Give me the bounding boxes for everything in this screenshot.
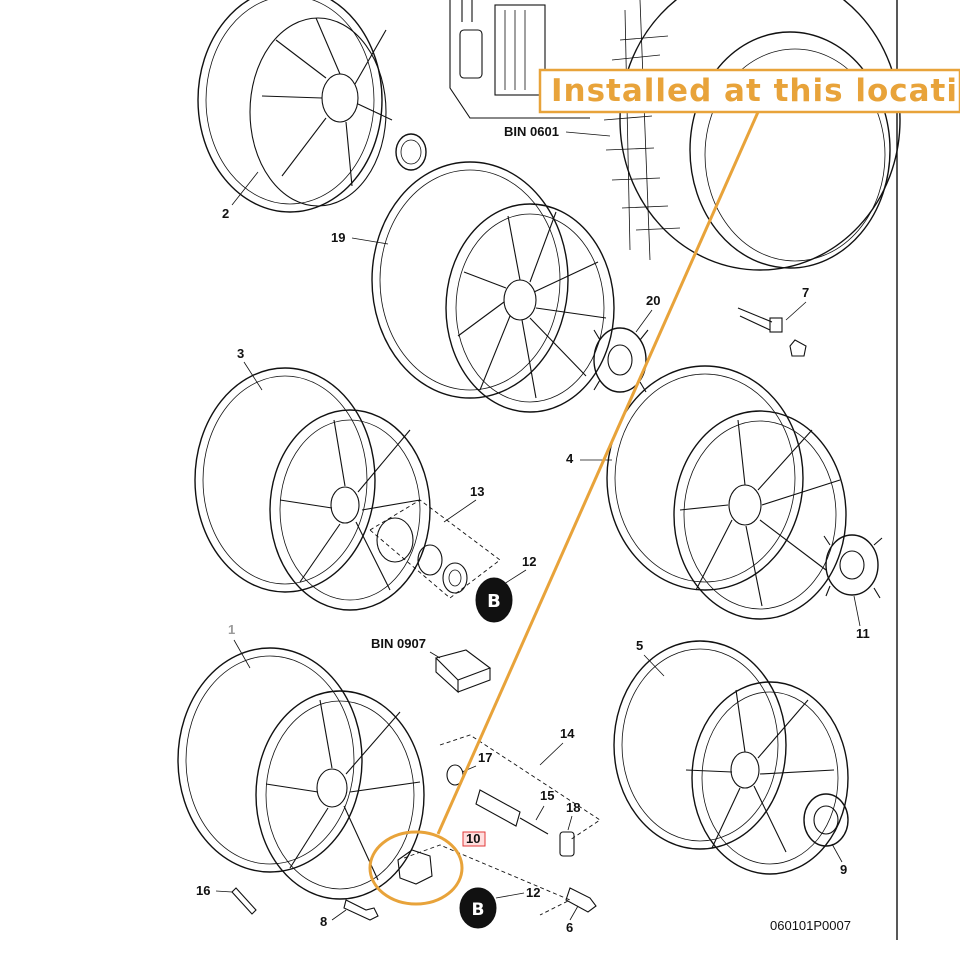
- label-16: 16: [196, 883, 210, 898]
- label-18: 18: [566, 800, 580, 815]
- part-10-valve: [368, 830, 464, 906]
- label-19: 19: [331, 230, 345, 245]
- label-17: 17: [478, 750, 492, 765]
- label-11: 11: [856, 626, 870, 641]
- wheel-19: [371, 161, 615, 413]
- part-6-bolt: [565, 887, 597, 913]
- callout-leader-line: [436, 111, 760, 835]
- center-cap-icon: [395, 133, 427, 171]
- label-9: 9: [840, 862, 847, 877]
- callout-text: Installed at this location: [551, 73, 960, 109]
- bin-sensor-label: BIN 0907: [371, 636, 426, 651]
- highlight-circle: [368, 830, 464, 906]
- bin-tire-label: BIN 0601: [504, 124, 559, 139]
- wheel-2: [197, 0, 427, 213]
- wheel-1: [177, 647, 425, 900]
- label-8: 8: [320, 914, 327, 929]
- label-13: 13: [470, 484, 484, 499]
- part-8-bolt: [343, 899, 379, 921]
- label-6: 6: [566, 920, 573, 935]
- label-20: 20: [646, 293, 660, 308]
- label-10: 10: [466, 831, 480, 846]
- tpms-sensor: [434, 649, 492, 694]
- label-4: 4: [566, 451, 574, 466]
- label-2: 2: [222, 206, 229, 221]
- callout: Installed at this location: [538, 68, 960, 114]
- part-16: [231, 887, 257, 915]
- part-20: [593, 327, 649, 393]
- callout-box: [538, 68, 960, 114]
- label-14: 14: [560, 726, 575, 741]
- part-12-center-cap-upper: B: [475, 577, 513, 623]
- part-7-bolts: [737, 307, 807, 357]
- part-12-center-cap-lower: B: [459, 887, 497, 929]
- wheel-3: [194, 367, 431, 611]
- part-13-kit: [369, 499, 501, 599]
- highlight-box-10: [462, 831, 486, 847]
- svg-text:B: B: [487, 591, 501, 612]
- wheel-4: [606, 365, 847, 620]
- diagram-code: 060101P0007: [770, 918, 851, 933]
- label-12-lower: 12: [526, 885, 540, 900]
- label-5: 5: [636, 638, 643, 653]
- svg-text:B: B: [472, 900, 485, 920]
- part-11: [823, 534, 883, 599]
- tire: [603, 0, 901, 271]
- label-7: 7: [802, 285, 809, 300]
- label-1: 1: [228, 622, 235, 637]
- valve-kit-box: [449, 0, 590, 119]
- part-9-cap: [803, 793, 849, 847]
- label-15: 15: [540, 788, 554, 803]
- wheel-5: [613, 640, 849, 875]
- label-3: 3: [237, 346, 244, 361]
- label-12-upper: 12: [522, 554, 536, 569]
